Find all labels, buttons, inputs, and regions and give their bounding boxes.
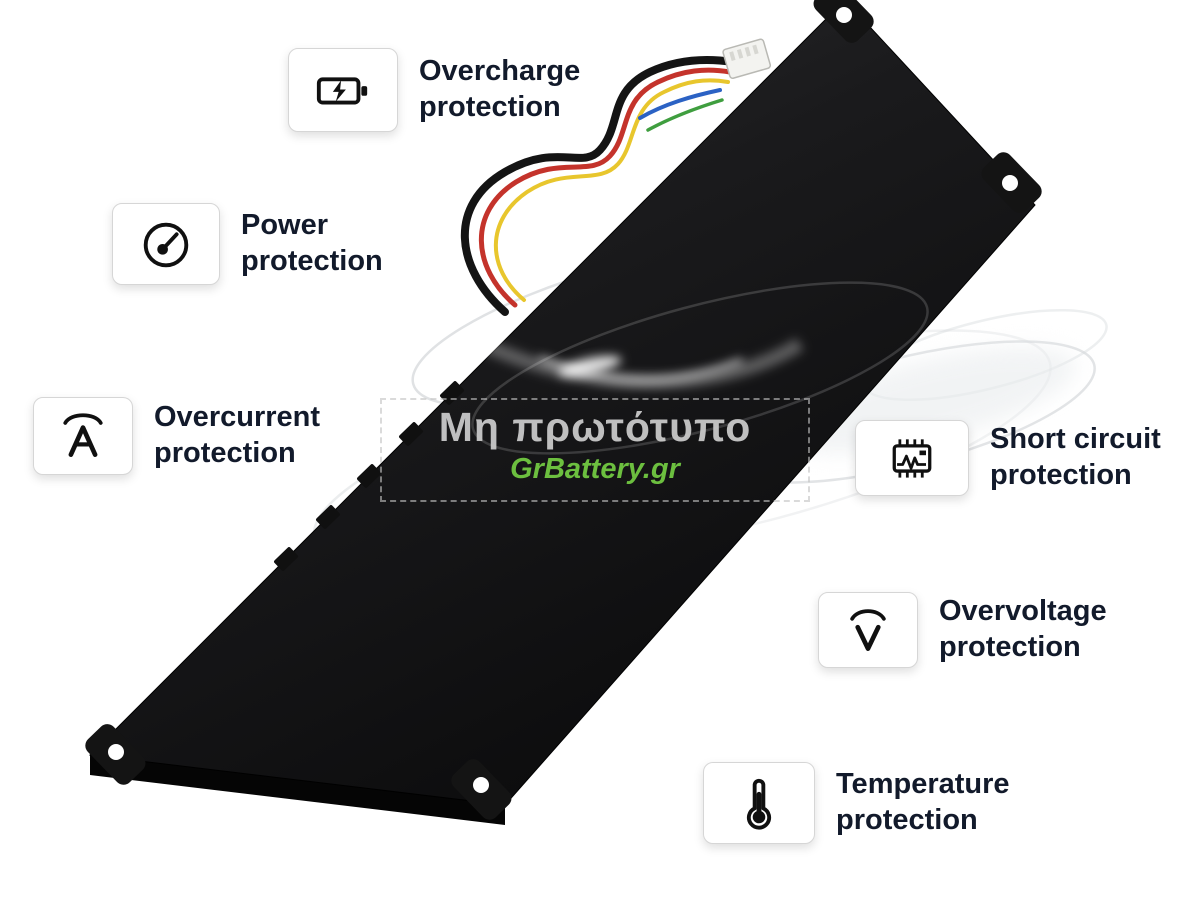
feature-short-circuit: Short circuit protection [855, 420, 1161, 496]
power-gauge-icon [143, 222, 189, 268]
watermark-box: Μη πρωτότυπο GrBattery.gr [380, 398, 810, 502]
short-circuit-chip-icon [892, 439, 932, 478]
thermometer-icon [746, 778, 772, 830]
feature-temperature: Temperature protection [703, 762, 1010, 844]
feature-title: Temperature [836, 768, 1010, 801]
feature-subtitle: protection [990, 459, 1132, 491]
feature-overcurrent: Overcurrent protection [33, 397, 320, 475]
wire-bundle [460, 55, 737, 316]
feature-title: Overcharge [419, 55, 581, 88]
feature-subtitle: protection [939, 631, 1081, 663]
feature-subtitle: protection [419, 91, 561, 123]
overcharge-icon-box [288, 48, 398, 132]
wire-blue [638, 88, 722, 120]
feature-title: Overcurrent [154, 401, 321, 434]
feature-title: Overvoltage [939, 595, 1107, 628]
mounting-tabs [85, 0, 1042, 820]
short-circuit-icon-box [855, 420, 969, 496]
overvoltage-icon [850, 609, 886, 651]
battery-side-face [90, 755, 505, 825]
wire-red [478, 67, 733, 308]
power-icon-box [112, 203, 220, 285]
overcurrent-icon-box [33, 397, 133, 475]
watermark-text: Μη πρωτότυπο [438, 404, 752, 450]
feature-subtitle: protection [241, 245, 383, 277]
overvoltage-icon-box [818, 592, 918, 668]
feature-power: Power protection [112, 203, 383, 285]
feature-overcharge: Overcharge protection [288, 48, 580, 132]
feature-title: Short circuit [990, 423, 1161, 456]
wire-connector [722, 38, 772, 80]
feature-overvoltage: Overvoltage protection [818, 592, 1107, 668]
feature-title: Power [241, 209, 329, 242]
overcurrent-icon [63, 413, 103, 457]
surface-highlight [466, 281, 929, 455]
watermark-brand: GrBattery.gr [510, 453, 680, 485]
battery-charging-icon [316, 77, 368, 105]
wire-black [460, 55, 737, 316]
wire-green [646, 98, 724, 132]
feature-subtitle: protection [836, 804, 978, 836]
feature-subtitle: protection [154, 437, 296, 469]
wire-yellow [493, 78, 730, 302]
temperature-icon-box [703, 762, 815, 844]
